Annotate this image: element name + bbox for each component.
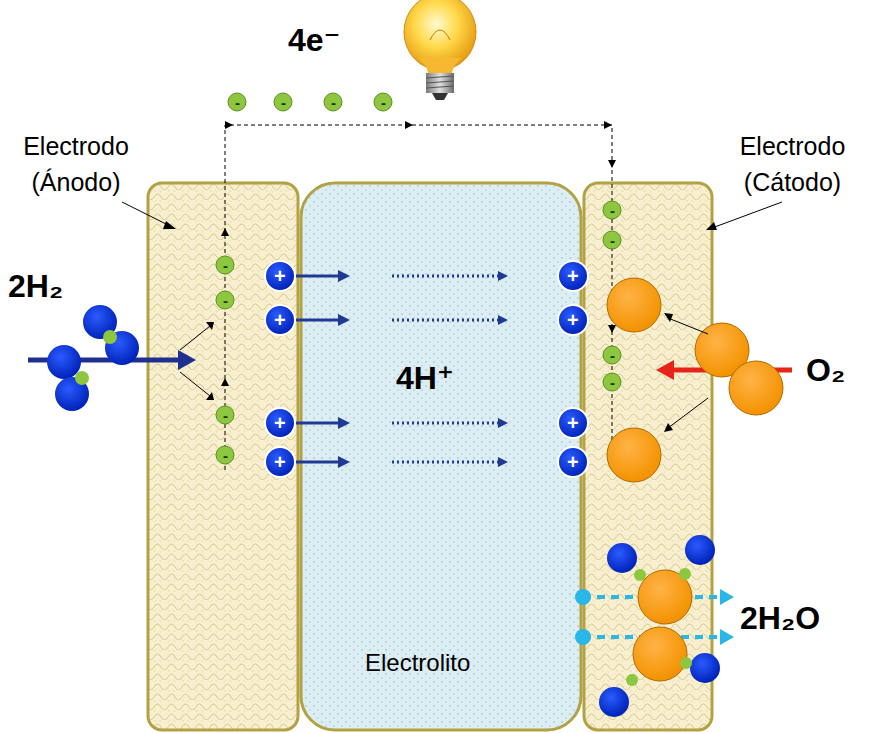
proton-sign: +: [274, 452, 286, 472]
electron-sign: -: [610, 203, 615, 218]
electrolyte-band: 4H⁺ Electrolito: [301, 183, 581, 730]
proton-sign: +: [567, 310, 579, 330]
electron-sign: -: [223, 448, 228, 463]
electron-sign: -: [381, 95, 386, 110]
electron-sign: -: [223, 408, 228, 423]
water-label: 2H₂O: [740, 600, 820, 637]
light-bulb: [404, 0, 476, 100]
hydrogen-label: 2H₂: [8, 268, 63, 305]
proton-sign: +: [567, 452, 579, 472]
ion-label: 4H⁺: [396, 360, 454, 397]
electron-sign: -: [331, 95, 336, 110]
electron-sign: -: [223, 293, 228, 308]
electron-sign: -: [223, 258, 228, 273]
proton-sign: +: [274, 266, 286, 286]
proton-sign: +: [274, 310, 286, 330]
electron-sign: -: [610, 233, 615, 248]
proton-sign: +: [274, 413, 286, 433]
electron-label: 4e⁻: [288, 22, 340, 59]
electron-sign: -: [235, 95, 240, 110]
cathode-label: Electrodo (Cátodo): [720, 128, 865, 201]
electrolyte-label: Electrolito: [365, 649, 470, 677]
electron-sign: -: [281, 95, 286, 110]
electron-sign: -: [610, 348, 615, 363]
oxygen-label: O₂: [806, 352, 845, 389]
electron-sign: -: [610, 375, 615, 390]
proton-sign: +: [567, 413, 579, 433]
anode-label: Electrodo (Ánodo): [6, 128, 146, 201]
proton-sign: +: [567, 266, 579, 286]
